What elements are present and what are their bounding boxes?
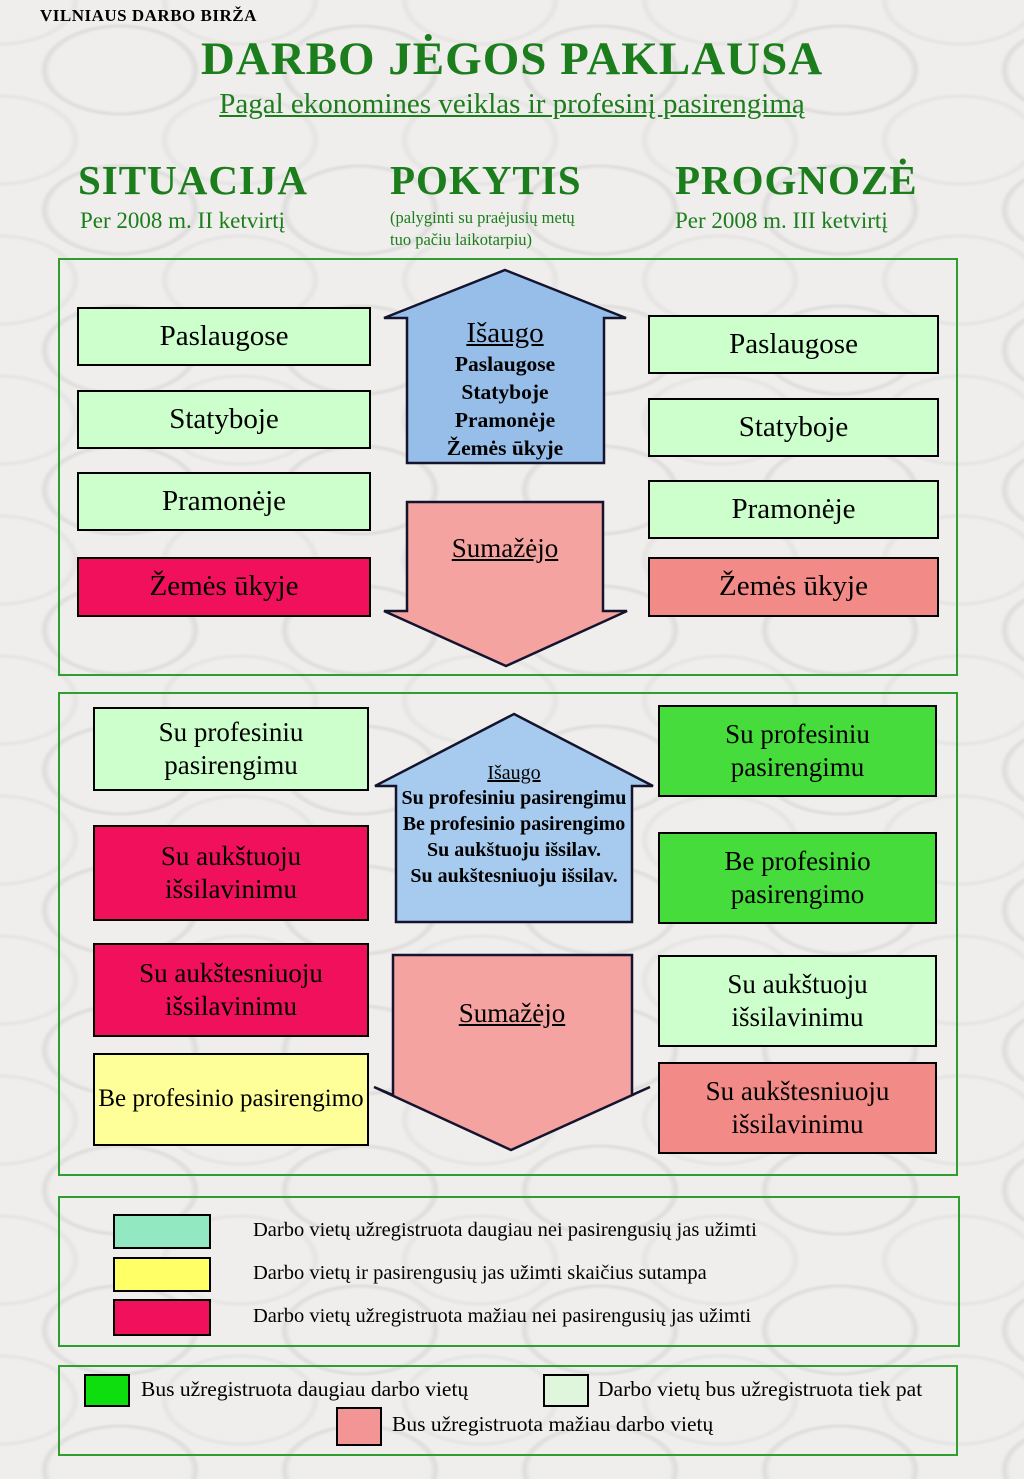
increase-arrow-2-labels: Išaugo Su profesiniu pasirengimu Be prof… [383,762,645,889]
situation-box-statyboje: Statyboje [77,390,371,449]
prognosis-box-su-profesiniu: Su profesiniu pasirengimu [658,705,937,797]
situation-box-zemes-ukyje: Žemės ūkyje [77,557,371,617]
up-arrow-icon [374,712,654,924]
legend-swatch-crimson [113,1299,211,1336]
box-label: Žemės ūkyje [149,570,299,603]
decrease-arrow [383,500,628,668]
column-header-situacija: SITUACIJA [78,157,308,203]
box-label: Su profesiniu pasirengimu [158,717,304,780]
decrease-title: Sumažėjo [451,533,559,563]
decrease-title-2: Sumažėjo [458,998,566,1028]
increase-item: Be profesinio pasirengimo [402,813,626,835]
situation-box-su-aukstesniuoju: Su aukštesniuoju išsilavinimu [93,943,369,1037]
box-label: Su aukštuoju išsilavinimu [160,841,302,904]
legend-text: Darbo vietų ir pasirengusių jas užimti s… [253,1262,707,1284]
box-label: Statyboje [169,402,279,435]
box-label: Su aukštuoju išsilavinimu [727,969,868,1032]
situation-box-su-aukstuoju: Su aukštuoju išsilavinimu [93,825,369,921]
box-label: Pramonėje [161,484,286,517]
increase-item: Su profesiniu pasirengimu [401,787,627,809]
slide-subtitle: Pagal ekonomines veiklas ir profesinį pa… [219,88,805,120]
org-name: VILNIAUS DARBO BIRŽA [40,6,257,25]
situation-box-be-profesinio: Be profesinio pasirengimo [93,1053,369,1146]
up-arrow-icon [383,268,627,465]
prognosis-box-pramoneje: Pramonėje [648,480,939,539]
increase-arrow-2 [374,712,654,924]
legend-swatch-mint [113,1214,211,1249]
situation-box-paslaugose: Paslaugose [77,307,371,366]
decrease-arrow-2 [373,953,651,1152]
pokytis-sub-line2: tuo pačiu laikotarpiu) [390,230,533,250]
down-arrow-icon [383,500,628,668]
prognosis-box-su-aukstesniuoju: Su aukštesniuoju išsilavinimu [658,1062,937,1154]
increase-arrow-labels: Išaugo Paslaugose Statyboje Pramonėje Že… [400,317,610,462]
box-label: Paslaugose [159,319,289,352]
legend-text: Bus užregistruota mažiau darbo vietų [392,1412,714,1436]
increase-item: Paslaugose [454,352,556,376]
prognosis-box-statyboje: Statyboje [648,398,939,457]
increase-item: Žemės ūkyje [446,436,564,460]
box-label: Su profesiniu pasirengimu [725,719,870,782]
prognosis-box-su-aukstuoju: Su aukštuoju išsilavinimu [658,955,937,1047]
legend-text: Darbo vietų užregistruota mažiau nei pas… [253,1305,752,1327]
qualification-panel [58,692,958,1176]
sectors-panel [58,258,958,676]
column-sub-pokytis: (palyginti su praėjusių metų tuo pačiu l… [390,207,575,252]
increase-item: Statyboje [461,380,549,404]
box-label: Žemės ūkyje [719,570,868,603]
legend-prognosis [58,1365,958,1456]
pokytis-sub-line1: (palyginti su praėjusių metų [390,208,575,227]
box-label: Pramonėje [731,492,856,525]
box-label: Paslaugose [729,327,858,360]
legend-swatch-yellow [113,1257,211,1292]
situation-box-su-profesiniu: Su profesiniu pasirengimu [93,707,369,791]
box-label: Su aukštesniuoju išsilavinimu [705,1076,890,1139]
legend-text: Darbo vietų užregistruota daugiau nei pa… [253,1219,757,1241]
increase-item: Pramonėje [454,408,556,432]
legend-swatch-pale-green [543,1374,589,1407]
box-label: Be profesinio pasirengimo [98,1085,364,1113]
legend-text: Bus užregistruota daugiau darbo vietų [141,1377,469,1401]
box-label: Be profesinio pasirengimo [724,846,871,909]
increase-arrow [383,268,627,465]
increase-title: Išaugo [466,317,544,349]
increase-item: Su aukštesniuoju išsilav. [410,865,618,887]
column-sub-situacija: Per 2008 m. II ketvirtį [80,208,286,233]
legend-text: Darbo vietų bus užregistruota tiek pat [598,1377,923,1401]
legend-swatch-bright-green [84,1374,130,1407]
column-header-prognoze: PROGNOZĖ [675,157,918,203]
slide-title: DARBO JĖGOS PAKLAUSA [200,33,824,85]
down-arrow-icon [373,953,651,1152]
legend-situation [58,1196,960,1347]
increase-title: Išaugo [487,762,541,784]
column-header-pokytis: POKYTIS [390,157,582,203]
legend-swatch-salmon [336,1407,382,1446]
box-label: Su aukštesniuoju išsilavinimu [139,958,323,1021]
increase-item: Su aukštuoju išsilav. [427,839,601,861]
box-label: Statyboje [738,410,849,443]
situation-box-pramoneje: Pramonėje [77,472,371,531]
prognosis-box-zemes-ukyje: Žemės ūkyje [648,557,939,617]
prognosis-box-paslaugose: Paslaugose [648,315,939,374]
column-sub-prognoze: Per 2008 m. III ketvirtį [675,208,888,233]
prognosis-box-be-profesinio: Be profesinio pasirengimo [658,832,937,924]
